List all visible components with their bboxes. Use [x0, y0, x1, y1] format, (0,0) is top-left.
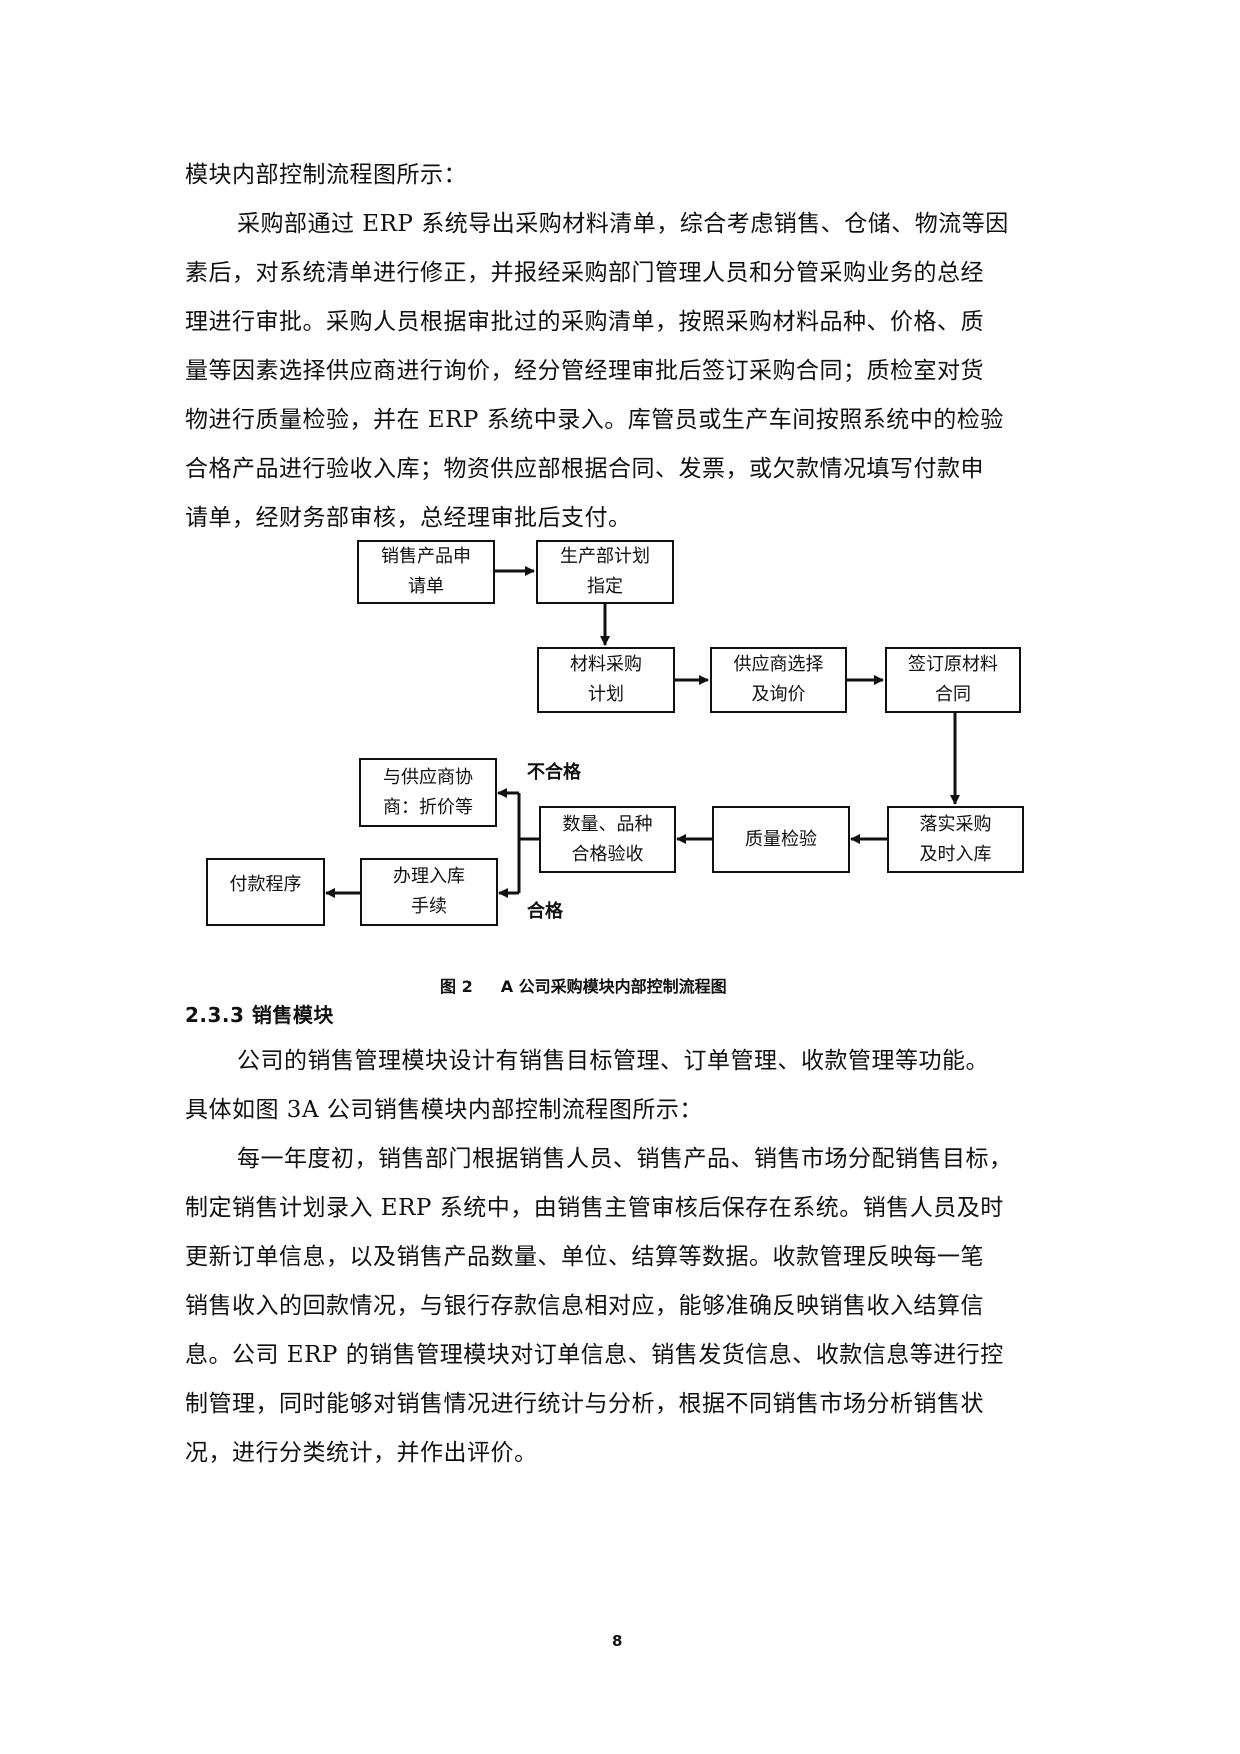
intro-line: 模块内部控制流程图所示：: [185, 162, 467, 188]
node-payment: 付款程序: [206, 858, 325, 926]
paragraph-line: 公司的销售管理模块设计有销售目标管理、订单管理、收款管理等功能。: [237, 1048, 989, 1074]
node-label: 计划: [588, 684, 624, 705]
node-label: 请单: [408, 576, 444, 597]
node-supplier-select: 供应商选择 及询价: [710, 647, 847, 713]
figure-caption: 图 2 A 公司采购模块内部控制流程图: [440, 973, 727, 997]
node-label: 商：折价等: [383, 796, 473, 818]
section-heading: 2.3.3 销售模块: [185, 1003, 334, 1027]
figure-title: A 公司采购模块内部控制流程图: [500, 977, 727, 996]
flowchart-connectors: [325, 566, 960, 898]
node-label: 生产部计划: [560, 546, 650, 567]
node-sales-request: 销售产品申 请单: [357, 540, 495, 604]
node-label: 合格验收: [571, 843, 644, 865]
node-label: 签订原材料: [908, 654, 998, 675]
node-label: 付款程序: [229, 874, 302, 895]
paragraph-line: 合格产品进行验收入库；物资供应部根据合同、发票，或欠款情况填写付款申: [185, 456, 984, 482]
paragraph-line: 制管理，同时能够对销售情况进行统计与分析，根据不同销售市场分析销售状: [185, 1391, 984, 1417]
paragraph-line: 更新订单信息，以及销售产品数量、单位、结算等数据。收款管理反映每一笔: [185, 1244, 984, 1270]
node-label: 指定: [587, 576, 623, 597]
paragraph-line: 每一年度初，销售部门根据销售人员、销售产品、销售市场分配销售目标，: [237, 1146, 1013, 1172]
node-label: 合同: [935, 684, 971, 705]
paragraph-line: 制定销售计划录入 ERP 系统中，由销售主管审核后保存在系统。销售人员及时: [185, 1195, 1004, 1221]
node-label: 及时入库: [919, 843, 992, 865]
paragraph-line: 采购部通过 ERP 系统导出采购材料清单，综合考虑销售、仓储、物流等因: [237, 211, 1009, 237]
node-label: 及询价: [751, 684, 806, 705]
node-label: 数量、品种: [562, 813, 653, 835]
paragraph-line: 请单，经财务部审核，总经理审批后支付。: [185, 505, 632, 531]
node-label: 与供应商协: [383, 766, 473, 788]
node-label: 材料采购: [570, 654, 642, 675]
paragraph-line: 理进行审批。采购人员根据审批过的采购清单，按照采购材料品种、价格、质: [185, 309, 984, 335]
node-label: 销售产品申: [381, 546, 471, 567]
edge-label-pass: 合格: [527, 901, 563, 922]
paragraph-line: 量等因素选择供应商进行询价，经分管经理审批后签订采购合同；质检室对货: [185, 358, 984, 384]
edge-label-fail: 不合格: [527, 762, 581, 783]
node-acceptance: 数量、品种 合格验收: [539, 806, 676, 873]
page-number: 8: [612, 1632, 623, 1650]
node-material-plan: 材料采购 计划: [537, 647, 675, 713]
paragraph-line: 况，进行分类统计，并作出评价。: [185, 1440, 538, 1466]
paragraph-line: 息。公司 ERP 的销售管理模块对订单信息、销售发货信息、收款信息等进行控: [185, 1342, 1004, 1368]
node-production-plan: 生产部计划 指定: [536, 540, 674, 604]
node-label: 质量检验: [745, 828, 817, 850]
paragraph-line: 销售收入的回款情况，与银行存款信息相对应，能够准确反映销售收入结算信: [185, 1293, 984, 1319]
node-label: 供应商选择: [733, 654, 824, 675]
paragraph-line: 素后，对系统清单进行修正，并报经采购部门管理人员和分管采购业务的总经: [185, 260, 984, 286]
paragraph-line: 物进行质量检验，并在 ERP 系统中录入。库管员或生产车间按照系统中的检验: [185, 407, 1004, 433]
node-quality-check: 质量检验: [712, 806, 850, 873]
node-label: 办理入库: [393, 866, 465, 887]
node-label: 落实采购: [919, 813, 992, 835]
figure-number: 图 2: [440, 977, 473, 996]
paragraph-line: 具体如图 3A 公司销售模块内部控制流程图所示：: [185, 1097, 703, 1123]
node-sign-contract: 签订原材料 合同: [885, 647, 1021, 713]
node-label: 手续: [411, 896, 447, 917]
node-implement-purchase: 落实采购 及时入库: [887, 806, 1024, 873]
node-warehouse-entry: 办理入库 手续: [360, 858, 498, 926]
node-negotiate: 与供应商协 商：折价等: [359, 758, 497, 827]
